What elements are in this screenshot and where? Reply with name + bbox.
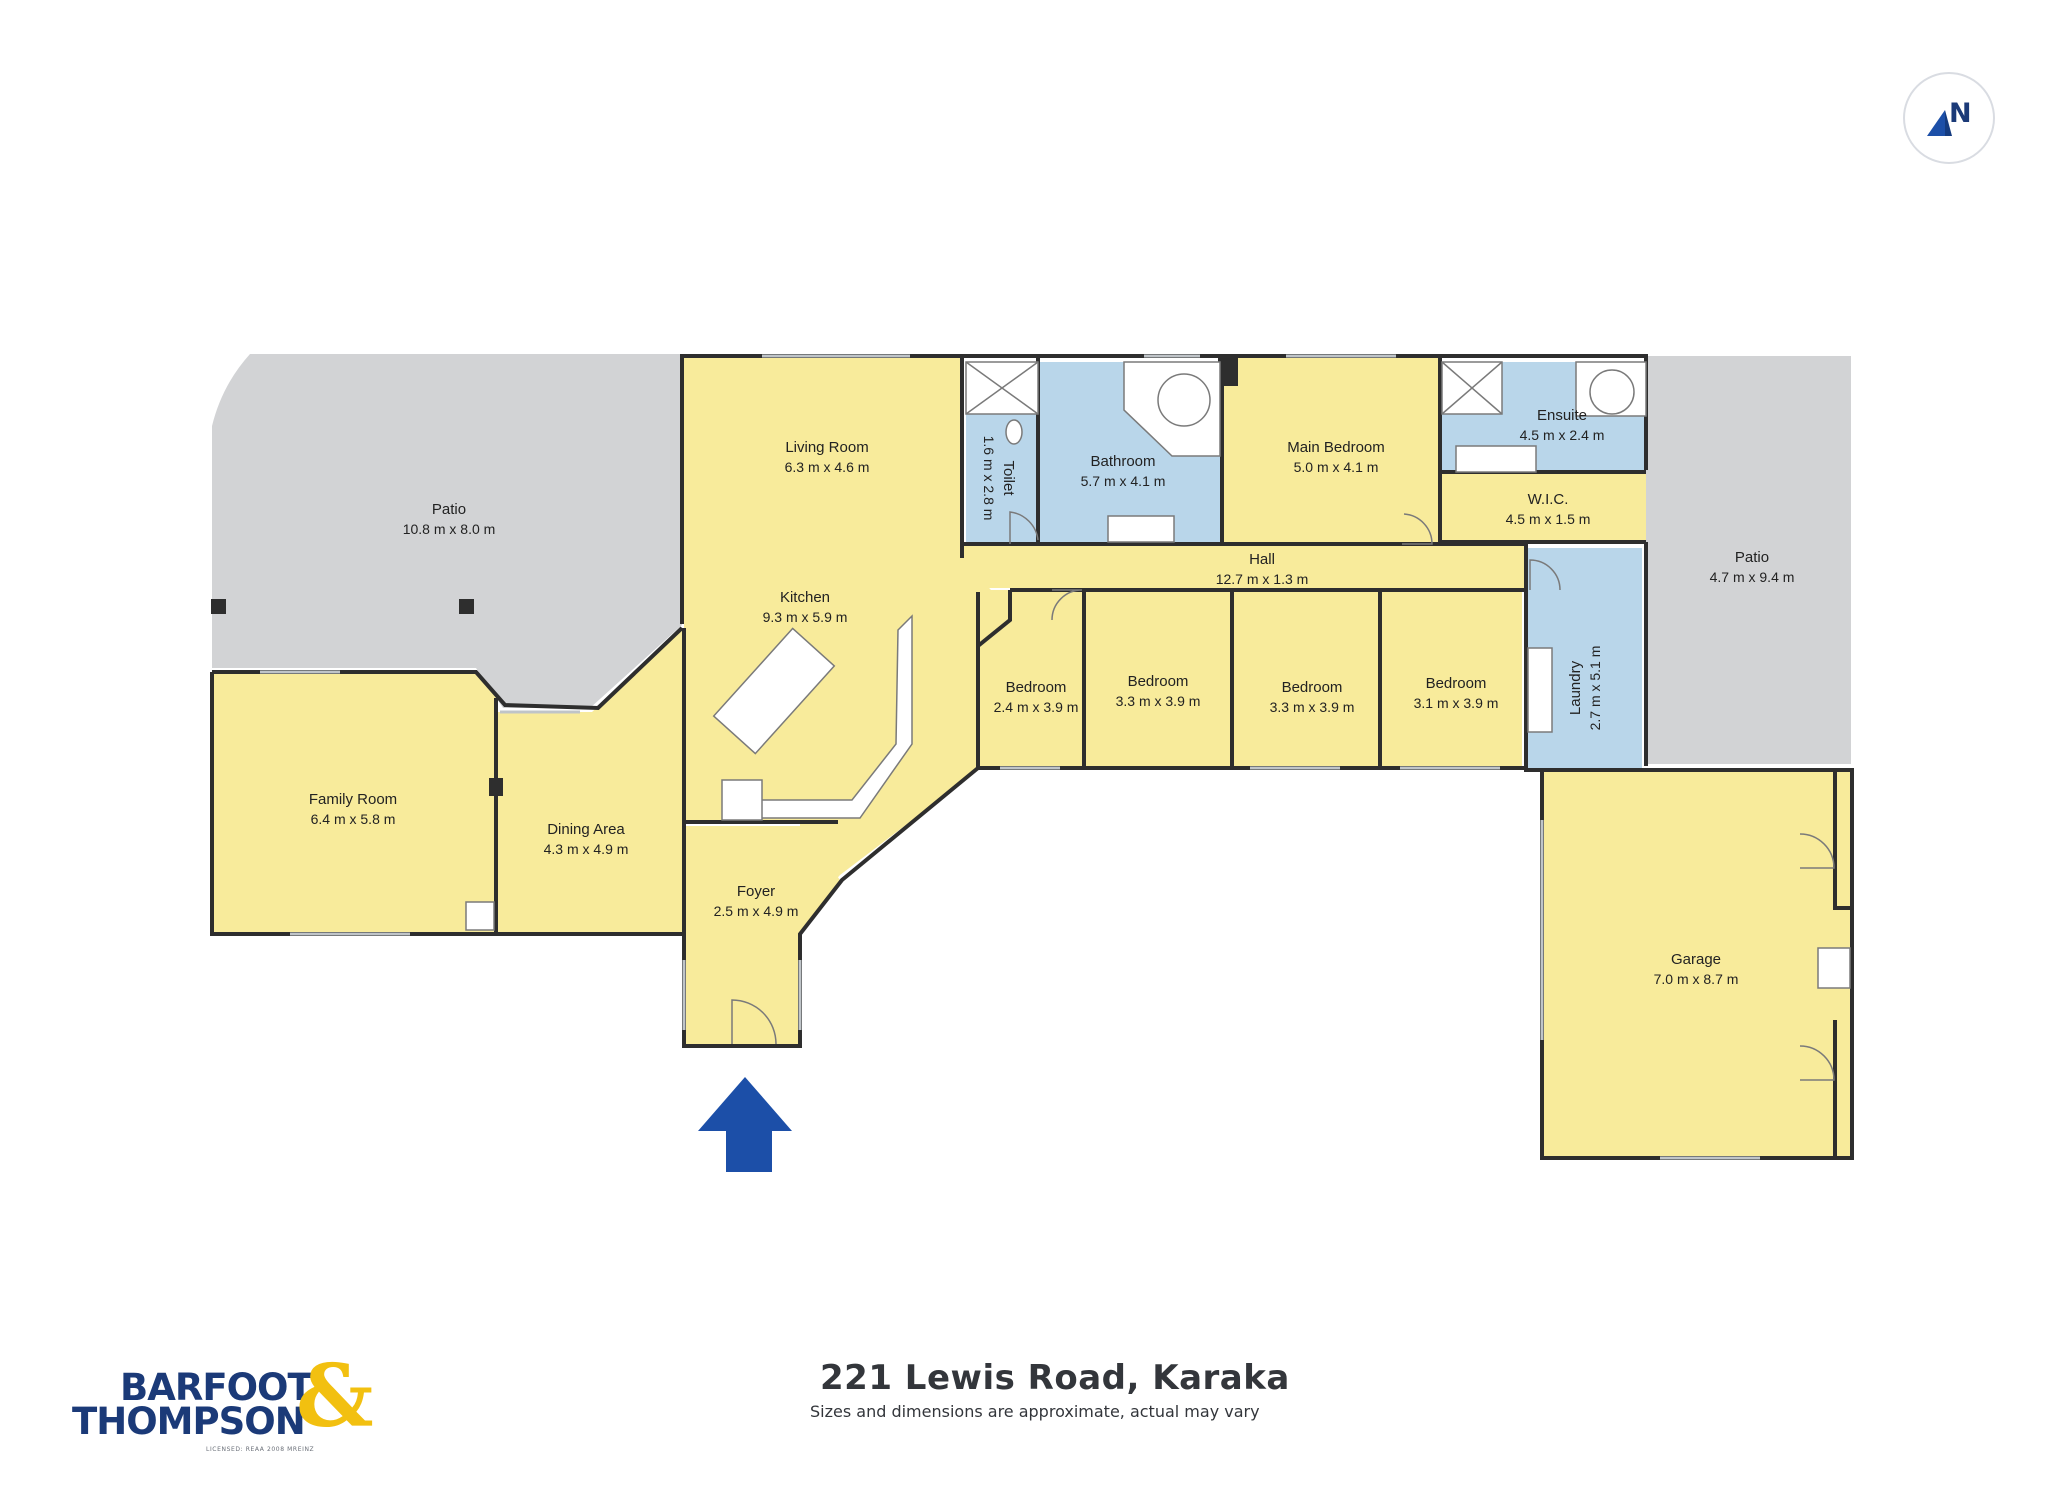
dining-area-area bbox=[498, 628, 684, 932]
door-swing bbox=[1051, 589, 1083, 621]
door-swing bbox=[1529, 559, 1561, 591]
garage-area bbox=[1542, 770, 1851, 1158]
bathroom-label: Bathroom bbox=[1090, 453, 1155, 470]
garage-cabinet bbox=[1817, 947, 1851, 989]
patio-post bbox=[459, 599, 474, 614]
laundry-dims: 2.7 m x 5.1 m bbox=[1587, 646, 1603, 731]
hot-water-cylinder bbox=[721, 779, 763, 821]
property-address: 221 Lewis Road, Karaka bbox=[820, 1358, 1290, 1398]
compass-north-label: N bbox=[1949, 98, 1972, 129]
bedroom-2-label: Bedroom bbox=[1128, 673, 1189, 690]
brand-license: LICENSED: REAA 2008 MREINZ bbox=[206, 1446, 315, 1453]
wall-column bbox=[1218, 356, 1238, 386]
garage-label: Garage bbox=[1671, 951, 1721, 968]
vanity-ensuite bbox=[1455, 445, 1537, 473]
windows bbox=[260, 354, 1760, 1160]
family-room-dims: 6.4 m x 5.8 m bbox=[311, 811, 396, 827]
bedroom-4-dims: 3.1 m x 3.9 m bbox=[1414, 695, 1499, 711]
main-bedroom-area bbox=[1222, 358, 1440, 544]
yellow-rooms bbox=[212, 358, 1851, 1158]
brand-ampersand: & bbox=[296, 1346, 374, 1447]
main-bedroom-label: Main Bedroom bbox=[1287, 439, 1385, 456]
living-room-label: Living Room bbox=[785, 439, 868, 456]
patio-west-dims: 10.8 m x 8.0 m bbox=[403, 521, 496, 537]
door-swing bbox=[1799, 1045, 1835, 1081]
garage-dims: 7.0 m x 8.7 m bbox=[1654, 971, 1739, 987]
compass: N bbox=[1903, 72, 1995, 164]
fixtures bbox=[465, 361, 1851, 989]
patio-west-area bbox=[212, 354, 682, 708]
bedroom-2-dims: 3.3 m x 3.9 m bbox=[1116, 693, 1201, 709]
toilet-label: Toilet bbox=[1000, 460, 1017, 496]
bedroom-1-area bbox=[978, 590, 1084, 766]
bedroom-1-dims: 2.4 m x 3.9 m bbox=[994, 699, 1079, 715]
north-arrow-icon bbox=[1927, 110, 1952, 136]
brand-logo: BARFOOT THOMPSON & LICENSED: REAA 2008 M… bbox=[70, 1354, 374, 1468]
kitchen-dims: 9.3 m x 5.9 m bbox=[763, 609, 848, 625]
room-labels: Patio 10.8 m x 8.0 m Living Room 6.3 m x… bbox=[309, 407, 1795, 987]
patio-west-label: Patio bbox=[432, 501, 466, 518]
door-swing bbox=[1009, 511, 1039, 544]
dining-area-label: Dining Area bbox=[547, 821, 625, 838]
hall-label: Hall bbox=[1249, 551, 1275, 568]
door-swing bbox=[1402, 513, 1433, 545]
foyer-label: Foyer bbox=[737, 883, 775, 900]
ensuite-dims: 4.5 m x 2.4 m bbox=[1520, 427, 1605, 443]
doors bbox=[731, 511, 1835, 1081]
door-swing bbox=[1799, 833, 1835, 869]
toilet-dims: 1.6 m x 2.8 m bbox=[981, 436, 997, 521]
family-room-cabinet bbox=[465, 901, 495, 931]
bathroom-dims: 5.7 m x 4.1 m bbox=[1081, 473, 1166, 489]
laundry-bench bbox=[1527, 647, 1553, 733]
patio-east-area bbox=[1646, 356, 1851, 764]
patio-east-dims: 4.7 m x 9.4 m bbox=[1710, 569, 1795, 585]
bathtub-basin bbox=[1157, 373, 1211, 427]
main-bedroom-dims: 5.0 m x 4.1 m bbox=[1294, 459, 1379, 475]
wic-dims: 4.5 m x 1.5 m bbox=[1506, 511, 1591, 527]
living-room-area bbox=[684, 358, 962, 558]
vanity-bathroom bbox=[1107, 515, 1175, 543]
kitchen-area bbox=[684, 558, 1000, 920]
bedroom-4-area bbox=[1382, 590, 1522, 766]
family-room-label: Family Room bbox=[309, 791, 397, 808]
dimensions-disclaimer: Sizes and dimensions are approximate, ac… bbox=[810, 1402, 1260, 1421]
bedroom-1-label: Bedroom bbox=[1006, 679, 1067, 696]
foyer-dims: 2.5 m x 4.9 m bbox=[714, 903, 799, 919]
entrance-arrow-icon bbox=[698, 1077, 792, 1172]
toilet-pan bbox=[1005, 419, 1023, 445]
bedroom-3-label: Bedroom bbox=[1282, 679, 1343, 696]
front-door bbox=[731, 999, 777, 1045]
wic-label: W.I.C. bbox=[1528, 491, 1569, 508]
kitchen-island bbox=[712, 627, 836, 755]
bathtub-basin bbox=[1589, 369, 1635, 415]
laundry-label: Laundry bbox=[1567, 660, 1584, 715]
bedroom-3-area bbox=[1234, 590, 1380, 766]
brand-line-1: BARFOOT bbox=[120, 1366, 313, 1409]
bedroom-2-area bbox=[1086, 590, 1232, 766]
kitchen-label: Kitchen bbox=[780, 589, 830, 606]
hall-area bbox=[962, 544, 1524, 588]
bedroom-3-dims: 3.3 m x 3.9 m bbox=[1270, 699, 1355, 715]
brand-line-2: THOMPSON bbox=[72, 1400, 306, 1443]
wic-area bbox=[1442, 474, 1646, 540]
hall-dims: 12.7 m x 1.3 m bbox=[1216, 571, 1309, 587]
patio-post bbox=[211, 599, 226, 614]
wall-column bbox=[489, 778, 503, 796]
foyer-area bbox=[684, 826, 840, 1044]
family-room-area bbox=[212, 672, 496, 932]
living-room-dims: 6.3 m x 4.6 m bbox=[785, 459, 870, 475]
bedroom-4-label: Bedroom bbox=[1426, 675, 1487, 692]
ensuite-label: Ensuite bbox=[1537, 407, 1587, 424]
dining-area-dims: 4.3 m x 4.9 m bbox=[544, 841, 629, 857]
patio-east-label: Patio bbox=[1735, 549, 1769, 566]
